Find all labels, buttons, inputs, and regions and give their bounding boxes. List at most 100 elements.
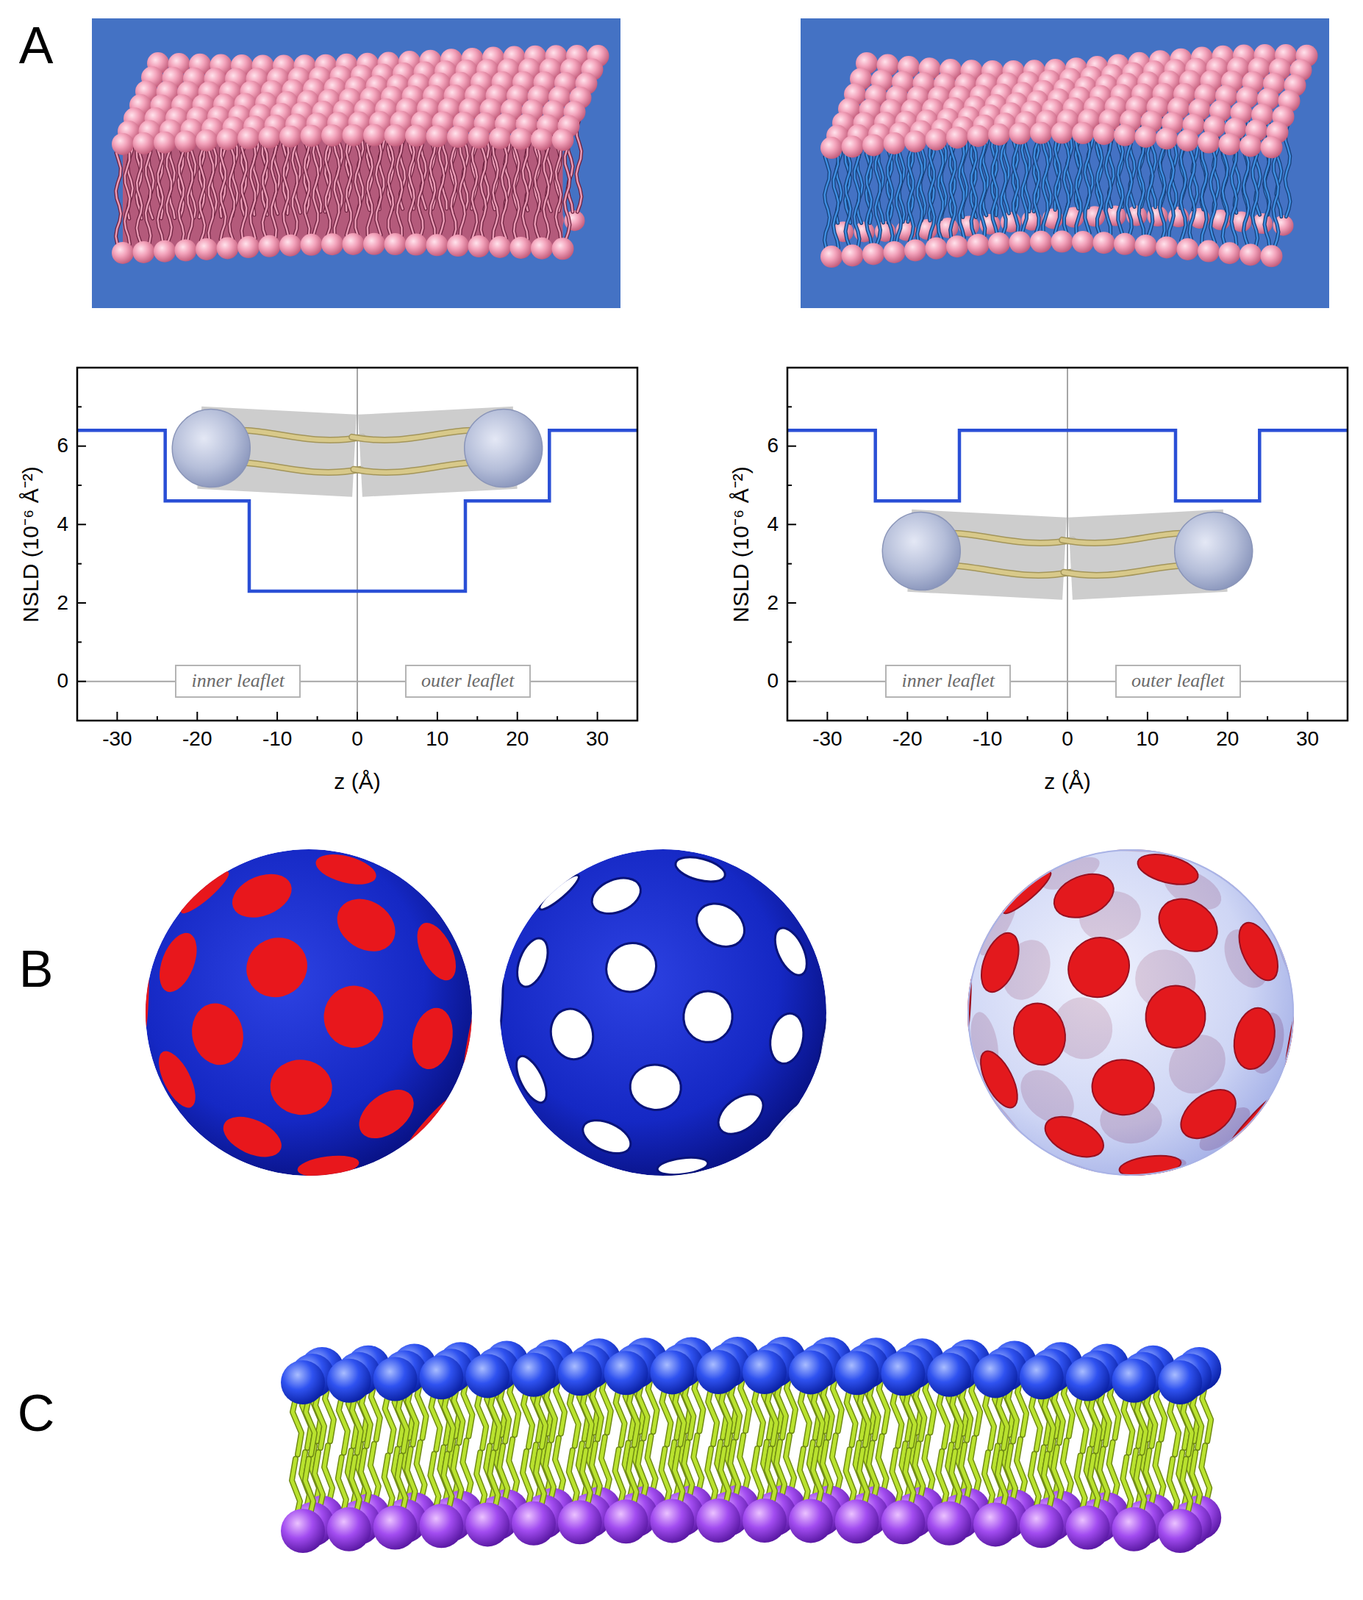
lipid-tail — [334, 144, 340, 236]
lipid-head — [258, 235, 281, 258]
y-tick — [77, 602, 87, 604]
x-tick-label: 10 — [1135, 727, 1159, 751]
lipid-tail — [660, 1448, 670, 1508]
lipid-tail — [985, 1388, 994, 1448]
lipid-tail — [338, 1393, 348, 1453]
lipid-tail — [1180, 149, 1186, 241]
lipid-tail — [1160, 147, 1166, 239]
x-tick-label: 30 — [1296, 727, 1319, 751]
x-tick — [1066, 711, 1069, 721]
lipid-head — [1135, 125, 1158, 148]
lipid-head — [216, 237, 239, 260]
outer-headgroup — [1111, 1358, 1156, 1403]
lipid-tail — [938, 1387, 948, 1447]
lipid-tail — [187, 149, 193, 242]
lipid-tail — [388, 144, 394, 236]
lipid-head — [967, 233, 990, 256]
y-axis-title: NSLD (10⁻⁶ Å⁻²) — [18, 466, 43, 622]
x-tick — [906, 711, 908, 721]
lipid-head — [468, 235, 491, 258]
y-tick-label: 6 — [56, 434, 69, 458]
lipid-tail — [471, 146, 478, 238]
x-tick-label: 20 — [505, 727, 529, 751]
lipid-head — [862, 242, 885, 265]
lipid-tail — [582, 1449, 591, 1509]
lipid-tail — [1182, 1458, 1191, 1518]
lipid-tail — [187, 149, 193, 242]
lipid-tail — [997, 1451, 1006, 1511]
lipid-tail — [477, 1388, 486, 1448]
lipid-tail — [430, 144, 436, 236]
x-tick-label: 0 — [351, 727, 364, 751]
lipid-tail — [1043, 1453, 1053, 1513]
x-tick-label: -20 — [892, 727, 922, 751]
lipid-tail — [1122, 1457, 1131, 1516]
lipid-tail — [1063, 141, 1069, 234]
domain-spot — [152, 927, 205, 997]
lipid-tail — [564, 148, 570, 240]
lipid-tail — [1118, 144, 1124, 236]
outer-headgroup — [419, 1354, 464, 1400]
near-disc — [1149, 888, 1227, 962]
lipid-tail — [1030, 1453, 1039, 1513]
lipid-tail — [1021, 142, 1028, 234]
lipid-tail — [754, 1385, 764, 1444]
lipid-tail — [493, 147, 499, 239]
x-tick — [516, 711, 519, 721]
lipid-tail — [629, 1385, 639, 1445]
lipid-tail — [208, 149, 214, 241]
lipid-tail — [813, 1385, 823, 1444]
lipid-tail — [938, 1451, 947, 1511]
lipid-tail — [388, 144, 394, 236]
lipid-head — [321, 124, 344, 147]
lipid-tail — [351, 1457, 360, 1516]
leaflet-label: inner leaflet — [902, 670, 995, 692]
vesicle-interior — [967, 849, 1294, 1176]
near-disc — [1038, 1108, 1110, 1166]
lipid-head — [925, 237, 948, 260]
x-axis-title: z (Å) — [1043, 768, 1091, 794]
lipid-head — [1155, 127, 1178, 150]
x-tick — [1226, 711, 1229, 721]
lipid-tail — [767, 1385, 777, 1444]
lipid-tail — [305, 1458, 314, 1518]
y-tick-label: 0 — [766, 669, 779, 693]
lipid-tail — [1127, 144, 1133, 236]
lipid-tail — [385, 1392, 395, 1452]
lipid-tail — [992, 143, 998, 235]
pore-hole — [688, 894, 753, 955]
pore-hole — [681, 988, 736, 1044]
lipid-tail — [992, 143, 998, 235]
lipid-tail — [1076, 141, 1082, 234]
panel-letter: B — [19, 941, 54, 998]
outer-headgroup — [1065, 1357, 1111, 1402]
lipid-tail — [938, 148, 944, 240]
pore-hole — [545, 1004, 598, 1064]
lipid-tail — [145, 152, 151, 244]
lipid-tail — [582, 1386, 592, 1446]
domain-spot — [151, 1045, 203, 1113]
lipid-tail — [1077, 1392, 1087, 1452]
domain-spot — [409, 916, 464, 986]
lipid-tail — [766, 1448, 775, 1508]
lipid-tail — [674, 1448, 683, 1508]
lipid-tail — [707, 1385, 717, 1444]
lipid-tail — [813, 1448, 822, 1508]
lipid-tail — [1135, 1457, 1144, 1516]
pore-hole — [766, 1010, 808, 1067]
lipid-tail — [490, 1388, 500, 1448]
inner-headgroup — [280, 1508, 325, 1553]
lipid-tail — [477, 1388, 486, 1448]
leaflet-label-box: outer leaflet — [1115, 664, 1241, 698]
lipid-tail — [1136, 1393, 1146, 1453]
lipid-head — [510, 236, 533, 259]
x-tick-label: -10 — [972, 727, 1003, 751]
x-tick — [1307, 711, 1309, 721]
lipid-tail — [1021, 142, 1028, 234]
lipid-headgroup — [1172, 510, 1255, 592]
lipid-tail — [536, 1387, 546, 1447]
domain-spot — [406, 1004, 459, 1074]
lipid-tail — [564, 148, 570, 240]
y-axis-title: NSLD (10⁻⁶ Å⁻²) — [728, 466, 753, 622]
lipid-tail — [1123, 1393, 1133, 1453]
